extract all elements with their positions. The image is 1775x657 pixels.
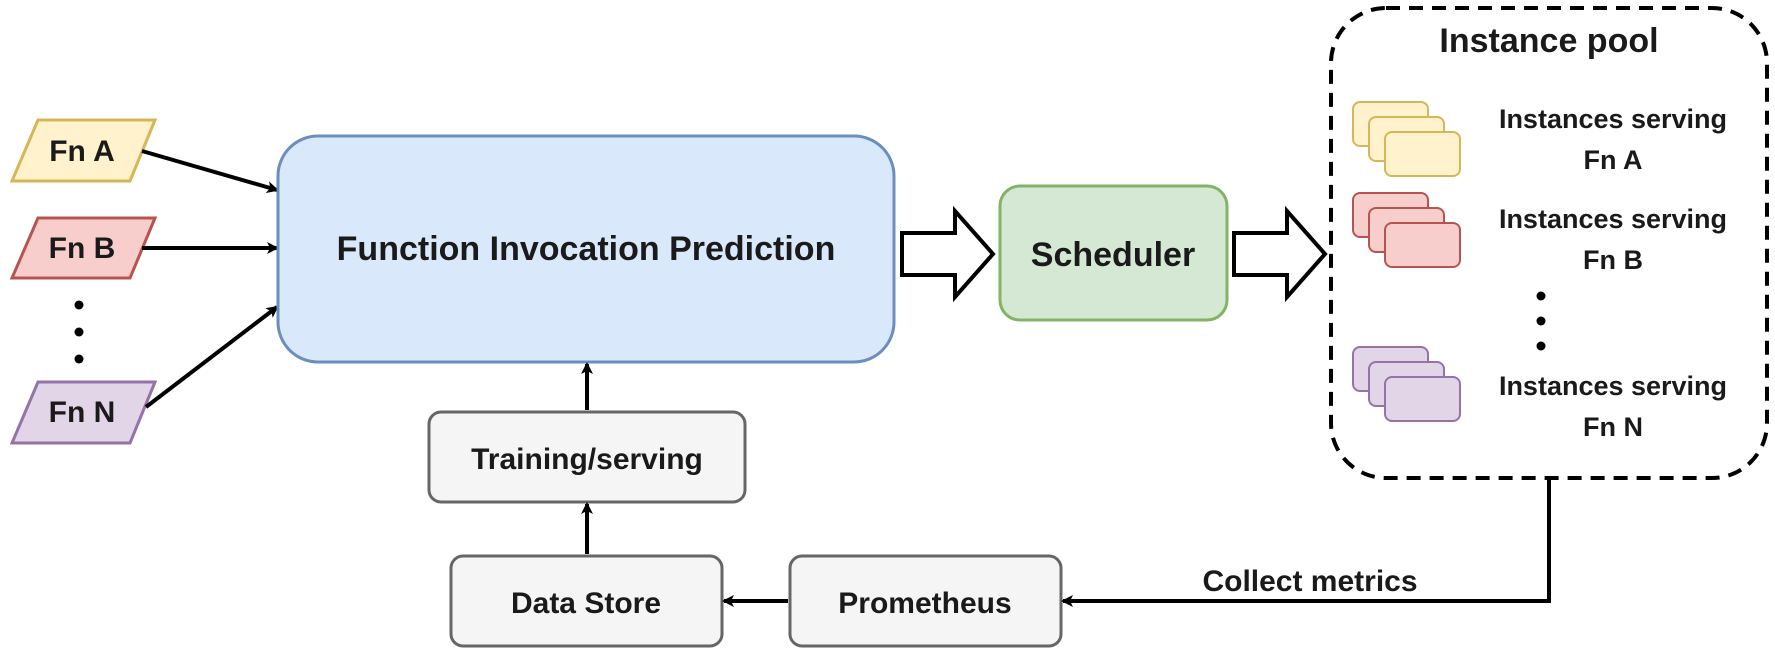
datastore-box: Data Store: [449, 554, 724, 648]
pool-group-n-line2: Fn N: [1583, 412, 1643, 442]
instance-pool: Instance pool Instances serving Fn A Ins…: [1329, 6, 1769, 480]
input-ellipsis: [74, 300, 84, 364]
input-fn-n-label: Fn N: [49, 396, 116, 429]
scheduler-label: Scheduler: [1031, 236, 1195, 274]
prometheus-label: Prometheus: [838, 587, 1011, 620]
input-fn-a: Fn A: [9, 118, 158, 183]
prediction-label: Function Invocation Prediction: [337, 230, 836, 268]
pool-group-b-line1: Instances serving: [1499, 204, 1727, 234]
pool-ellipsis: [1536, 291, 1546, 351]
prometheus-box: Prometheus: [788, 554, 1063, 648]
collect-metrics-label: Collect metrics: [1202, 565, 1417, 598]
block-arrow-to-pool: [1232, 205, 1328, 303]
pool-group-a-line1: Instances serving: [1499, 104, 1727, 134]
arrow-fn-n: [144, 305, 279, 409]
input-fn-b-label: Fn B: [49, 232, 116, 265]
training-box: Training/serving: [427, 410, 747, 504]
prediction-box: Function Invocation Prediction: [276, 134, 896, 364]
pool-group-a: Instances serving Fn A: [1352, 101, 1727, 177]
pool-group-a-line2: Fn A: [1584, 145, 1643, 175]
block-arrow-to-scheduler: [900, 205, 996, 303]
pool-group-n-line1: Instances serving: [1499, 371, 1727, 401]
arrow-collect-metrics: [1061, 480, 1551, 607]
instance-pool-title: Instance pool: [1439, 22, 1658, 60]
instance-pool-border: [1329, 6, 1769, 480]
pool-group-n: Instances serving Fn N: [1352, 346, 1727, 442]
input-fn-b: Fn B: [9, 216, 158, 280]
pool-group-b: Instances serving Fn B: [1352, 192, 1727, 275]
scheduler-box: Scheduler: [998, 184, 1229, 322]
datastore-label: Data Store: [511, 587, 661, 620]
input-fn-a-label: Fn A: [49, 135, 115, 168]
pool-group-b-line2: Fn B: [1583, 245, 1643, 275]
training-label: Training/serving: [471, 443, 703, 476]
input-fn-n: Fn N: [9, 380, 158, 445]
arrow-fn-a: [141, 149, 279, 193]
